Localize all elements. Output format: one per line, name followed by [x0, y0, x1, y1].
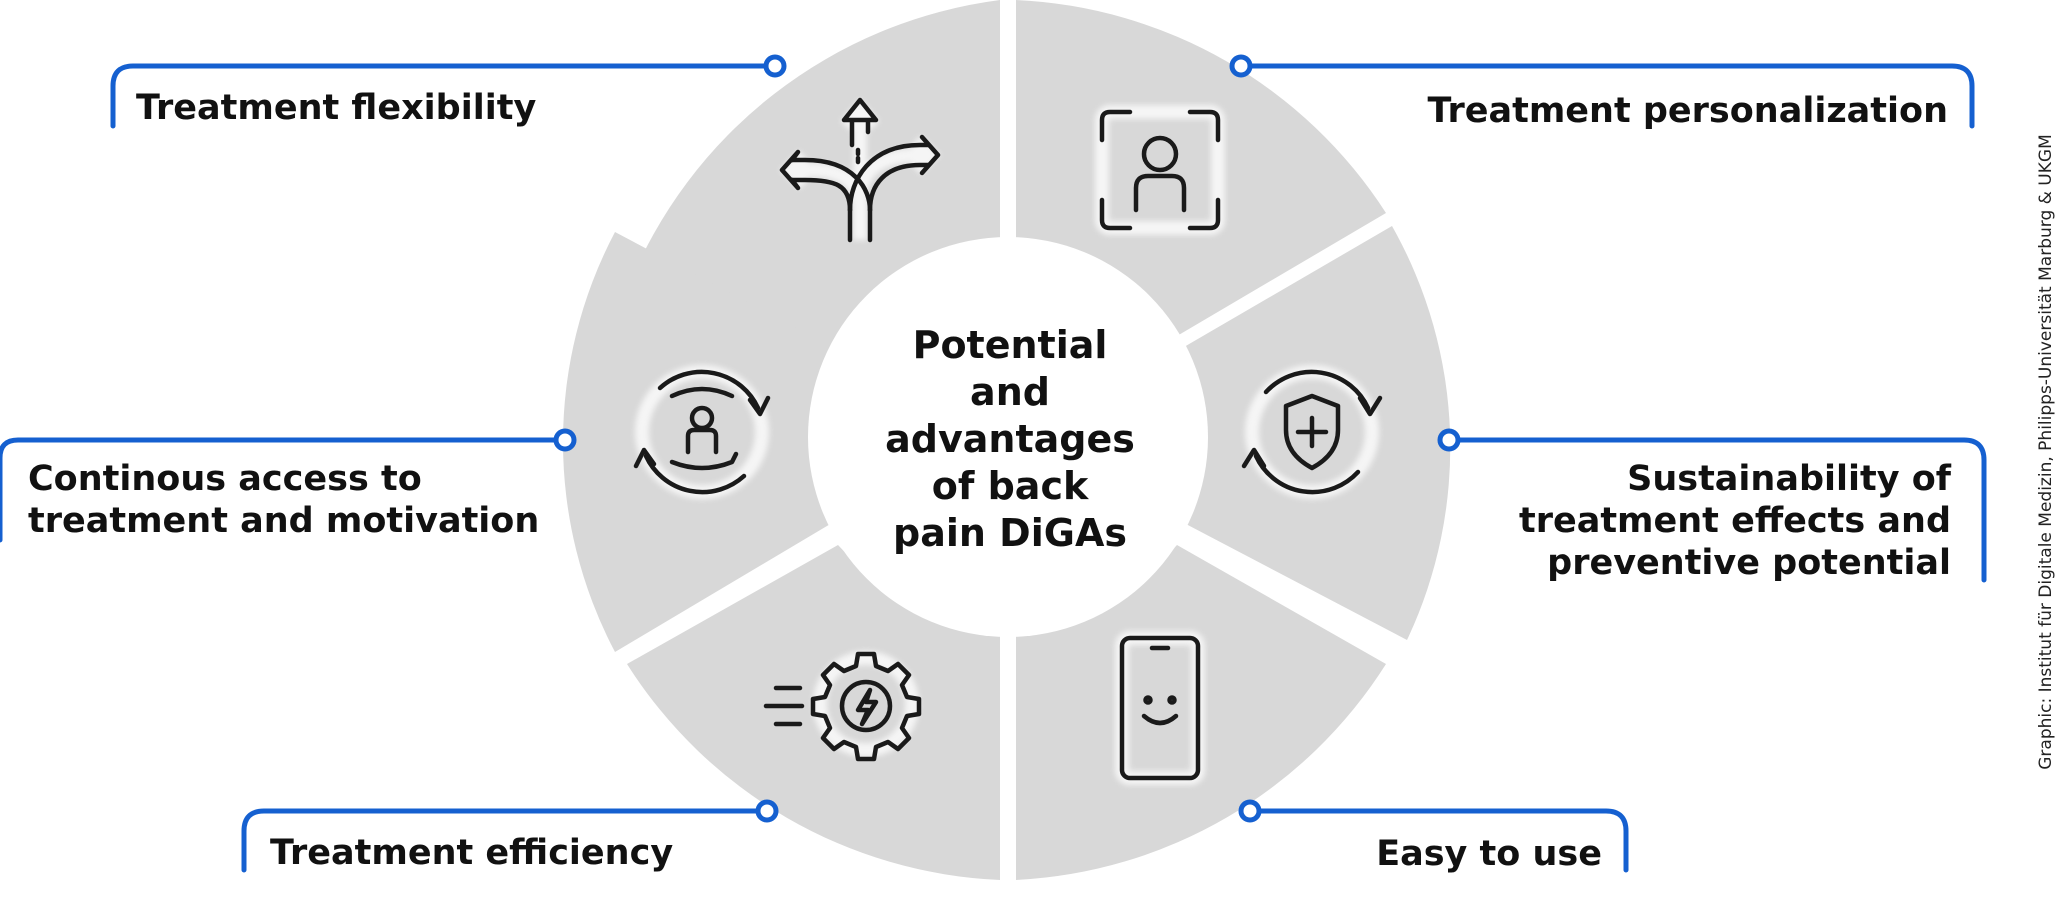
- connector-easy-to-use: [1247, 808, 1629, 873]
- label-line: Treatment efficiency: [270, 833, 674, 873]
- center-title-line: Potential: [912, 323, 1108, 367]
- gear-lightning-speed-icon: [763, 651, 922, 762]
- label-treatment-personalization: Treatment personalization: [1427, 90, 1948, 132]
- connector-treatment-personalization: [1238, 63, 1975, 129]
- graphic-credit: Graphic: Institut für Digitale Medizin, …: [2036, 134, 2056, 770]
- connector-sustainability: [1446, 437, 1987, 583]
- center-title-line: of back: [931, 464, 1089, 508]
- shield-plus-cycle-icon: [1241, 365, 1383, 499]
- connector-treatment-efficiency: [241, 808, 770, 873]
- connector-dot-treatment-efficiency: [755, 799, 779, 823]
- center-title: Potential and advantages of back pain Di…: [850, 322, 1170, 557]
- center-disc: [808, 237, 1208, 637]
- connector-dot-easy-to-use: [1238, 799, 1262, 823]
- center-title-line: pain DiGAs: [893, 511, 1127, 555]
- label-line: Treatment flexibility: [136, 88, 537, 128]
- person-focus-frame-icon: [1095, 105, 1225, 235]
- center-title-line: advantages: [885, 417, 1135, 461]
- label-easy-to-use: Easy to use: [1376, 833, 1602, 875]
- label-line: Treatment personalization: [1427, 91, 1948, 131]
- segment-treatment-personalization: [1016, 0, 1386, 339]
- label-continous-access: Continous access to treatment and motiva…: [28, 458, 539, 542]
- connector-continous-access: [0, 437, 568, 543]
- connector-dot-treatment-personalization: [1229, 54, 1253, 78]
- label-line: Easy to use: [1376, 834, 1602, 874]
- label-line: preventive potential: [1547, 543, 1951, 583]
- center-title-line: and: [970, 370, 1050, 414]
- smiling-phone-icon: [1115, 631, 1205, 785]
- connector-dot-continous-access: [553, 428, 577, 452]
- label-treatment-efficiency: Treatment efficiency: [270, 832, 673, 874]
- label-treatment-flexibility: Treatment flexibility: [136, 87, 536, 129]
- hands-person-cycle-icon: [633, 365, 771, 499]
- crossroads-arrows-icon: [779, 97, 941, 243]
- label-line: treatment and motivation: [28, 501, 540, 541]
- label-sustainability: Sustainability of treatment effects and …: [1519, 458, 1951, 584]
- connector-treatment-flexibility: [110, 63, 778, 129]
- label-line: treatment effects and: [1518, 501, 1951, 541]
- connector-dot-treatment-flexibility: [763, 54, 787, 78]
- label-line: Continous access to: [28, 459, 422, 499]
- connector-dot-sustainability: [1437, 428, 1461, 452]
- segment-continous-access: [562, 232, 832, 652]
- label-line: Sustainability of: [1627, 459, 1951, 499]
